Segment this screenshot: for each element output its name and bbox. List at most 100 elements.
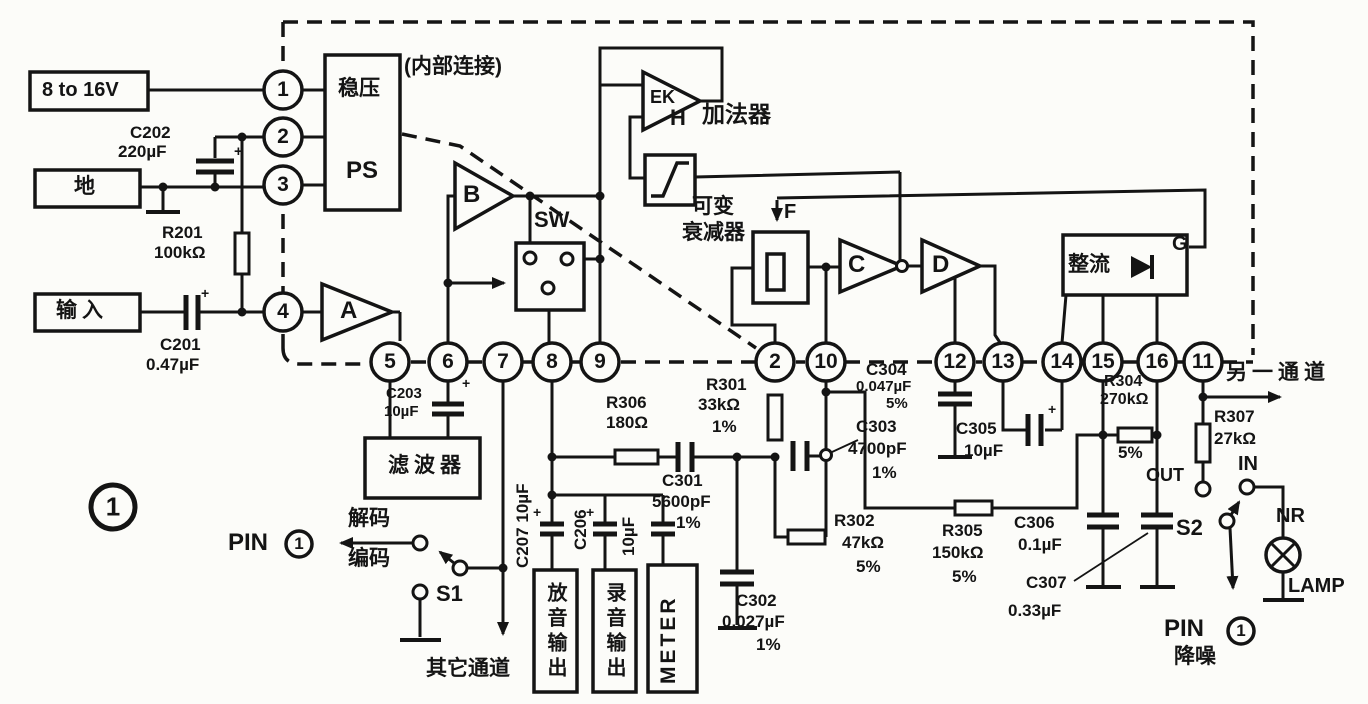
c302-value: 0.027µF xyxy=(722,612,785,631)
c307-ref: C307 xyxy=(1026,573,1067,592)
r301-body xyxy=(766,393,784,442)
c306-ref: C306 xyxy=(1014,513,1055,532)
s2-pos-out: OUT xyxy=(1146,465,1184,485)
r201-value: 100kΩ xyxy=(154,243,206,262)
s2-pin-target: PIN xyxy=(1164,615,1205,642)
amp-a-triangle xyxy=(320,281,397,343)
pin-8: 8 xyxy=(546,349,558,373)
c302-ref: C302 xyxy=(736,591,777,610)
r302-tol: 5% xyxy=(856,557,881,576)
c202-value: 220µF xyxy=(118,142,167,161)
r301-ref: R301 xyxy=(706,375,747,394)
pin-13: 13 xyxy=(991,349,1015,373)
amp-c-triangle xyxy=(838,237,907,295)
amp-ek-label: EK xyxy=(650,87,676,107)
c301-ref: C301 xyxy=(662,471,703,490)
c304-tol: 5% xyxy=(886,395,908,412)
c203-value: 10µF xyxy=(384,403,419,420)
lamp-icon xyxy=(1264,536,1302,574)
rectifier-box xyxy=(1061,233,1189,297)
c202-ref: C202 xyxy=(130,123,171,142)
s2-pin-target-number: 1 xyxy=(1236,621,1246,641)
c304-ref: C304 xyxy=(866,360,907,379)
c201-polarity: + xyxy=(201,285,210,301)
r302-value: 47kΩ xyxy=(842,533,884,552)
pin-3: 3 xyxy=(277,172,289,196)
s2-pos-in: IN xyxy=(1238,453,1258,475)
attenuator-label-1: 可变 xyxy=(692,195,734,218)
record-output-label: 录音输出 xyxy=(603,582,625,682)
pin-2: 2 xyxy=(277,124,289,148)
adder-label: 加法器 xyxy=(702,101,771,127)
pin-circles xyxy=(262,69,1224,383)
junction-dots xyxy=(158,132,1208,573)
capacitor-plates xyxy=(183,158,1173,587)
regulator-label: 稳压 xyxy=(338,77,380,100)
s1-pin-target-number: 1 xyxy=(294,534,304,554)
c206-cap xyxy=(593,521,617,537)
amp-d-label: D xyxy=(932,251,950,278)
power-box xyxy=(28,70,150,112)
r301-tol: 1% xyxy=(712,417,737,436)
c306-cap xyxy=(1087,512,1119,530)
c202-polarity: + xyxy=(234,143,243,160)
pin-14: 14 xyxy=(1050,349,1074,373)
ps-label: PS xyxy=(346,157,379,184)
playback-output-label: 放音输出 xyxy=(544,582,566,682)
pin-11: 11 xyxy=(1191,349,1215,373)
pin-12: 12 xyxy=(943,349,967,373)
c201-cap xyxy=(183,295,201,330)
ground-box xyxy=(33,168,142,209)
filter-box xyxy=(363,436,482,500)
c304-value: 0.047µF xyxy=(856,378,912,395)
c307-value: 0.33µF xyxy=(1008,601,1062,620)
nr-label: NR xyxy=(1276,505,1305,527)
resistor-bodies xyxy=(233,231,1212,546)
pin-9: 9 xyxy=(594,349,606,373)
c203-polarity: + xyxy=(462,375,471,391)
record-out-box xyxy=(591,568,638,694)
r302-ref: R302 xyxy=(834,511,875,530)
c306-value: 0.1µF xyxy=(1018,535,1062,554)
c303-value: 4700pF xyxy=(848,439,907,458)
wire-set xyxy=(140,46,1304,642)
leader-lines xyxy=(831,439,1149,582)
c302-tol: 1% xyxy=(756,635,781,654)
figure-number: 1 xyxy=(105,491,121,522)
s1-pin-target: PIN xyxy=(228,529,269,556)
c207-polarity: + xyxy=(533,504,542,520)
c201-value: 0.47µF xyxy=(146,355,200,374)
input-box xyxy=(33,292,142,333)
diode-icon xyxy=(1131,255,1154,279)
figure-circles xyxy=(88,482,1256,646)
c305-polarity: + xyxy=(1048,401,1057,417)
c207-ref: C207 10µF xyxy=(513,483,532,568)
adder-input-label: H xyxy=(670,105,686,130)
pin-15: 15 xyxy=(1091,349,1115,373)
pin-2b: 2 xyxy=(769,349,781,373)
c303-cap xyxy=(790,441,810,471)
block-boxes xyxy=(28,53,1189,694)
limiter-curve-icon xyxy=(651,161,689,198)
c303-ref: C303 xyxy=(856,417,897,436)
amplifiers xyxy=(320,69,985,343)
s2-target-note: 降噪 xyxy=(1174,645,1216,668)
internal-connection-dashed xyxy=(401,132,757,350)
regulator-ps-box xyxy=(323,53,402,212)
c303-tol: 1% xyxy=(872,463,897,482)
attenuator-ctrl-label: F xyxy=(784,201,797,223)
lamp-label: LAMP xyxy=(1288,575,1345,597)
input-label: 输入 xyxy=(56,299,108,322)
r304-value: 270kΩ xyxy=(1100,391,1149,408)
c305-cap xyxy=(1025,414,1044,446)
c302-cap xyxy=(720,569,754,587)
pin-7: 7 xyxy=(497,349,509,373)
pin-4: 4 xyxy=(277,299,289,323)
pin-5: 5 xyxy=(384,349,396,373)
c203-ref: C203 xyxy=(386,385,422,402)
meter-cap xyxy=(651,521,675,537)
c207-cap xyxy=(540,521,564,537)
amp-b-label: B xyxy=(463,181,481,208)
